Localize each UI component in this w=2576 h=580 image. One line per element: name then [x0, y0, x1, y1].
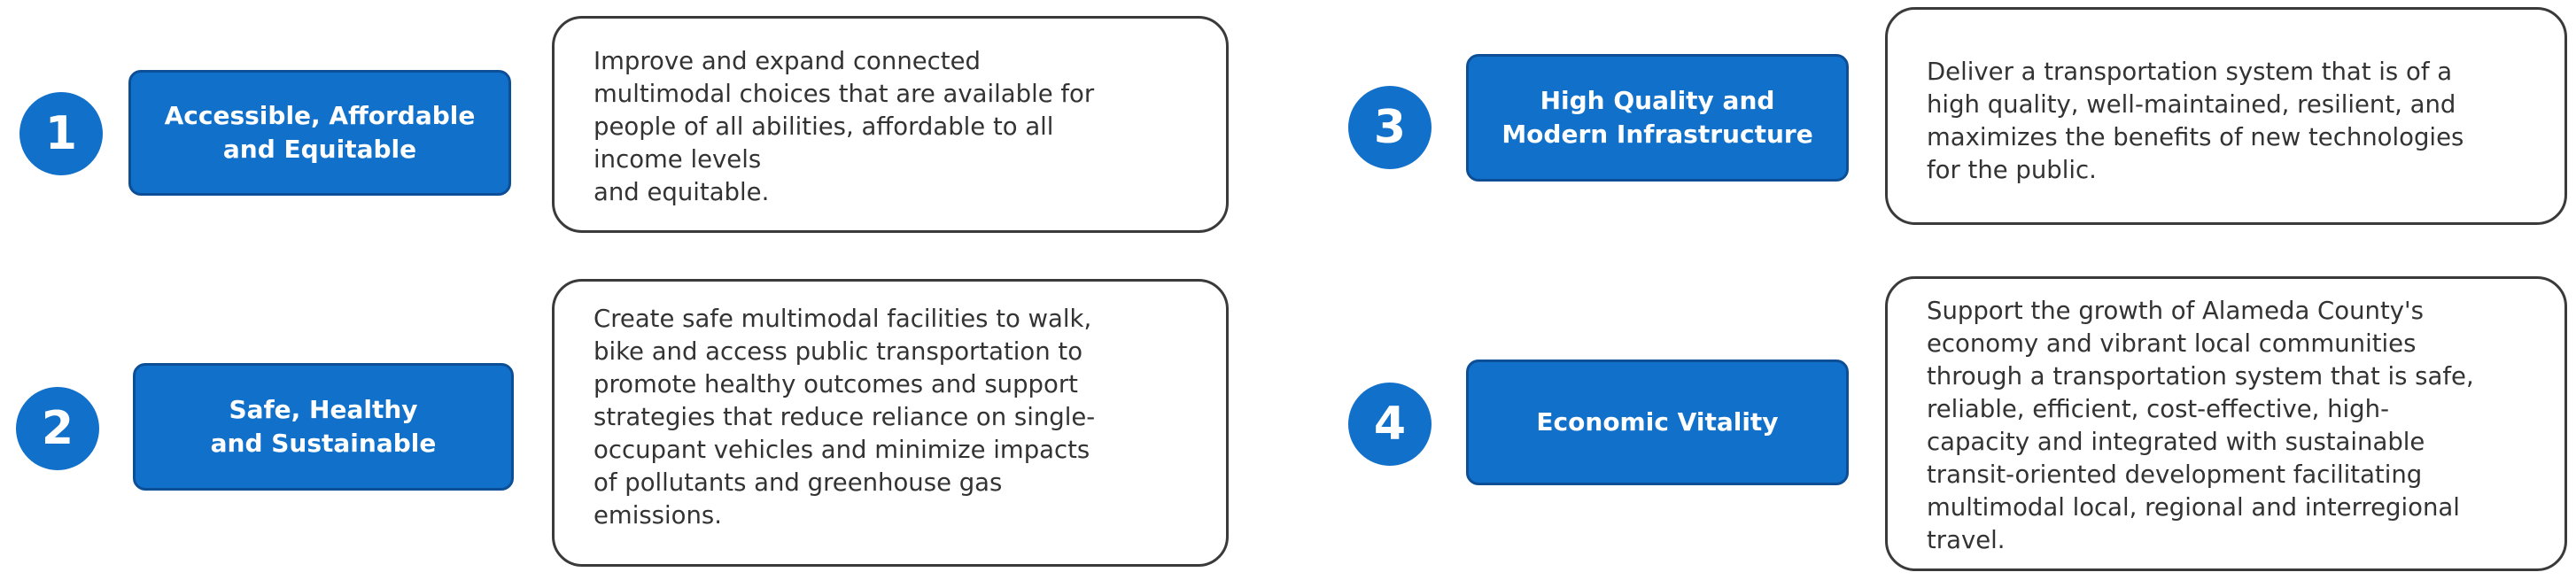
goal-2-title-text: Safe, Healthy and Sustainable: [210, 395, 437, 458]
goal-3-title: High Quality and Modern Infrastructure: [1466, 54, 1849, 182]
goal-1-number-badge: 1: [19, 92, 103, 175]
goal-3-number-badge: 3: [1348, 86, 1432, 169]
goal-4-title: Economic Vitality: [1466, 360, 1849, 485]
goal-1-title: Accessible, Affordable and Equitable: [128, 70, 511, 196]
goal-2-description-box: Create safe multimodal facilities to wal…: [552, 279, 1229, 567]
goal-3-title-text: High Quality and Modern Infrastructure: [1501, 86, 1813, 149]
goal-3-description-box: Deliver a transportation system that is …: [1885, 7, 2567, 225]
goal-2-title: Safe, Healthy and Sustainable: [133, 363, 514, 491]
goal-1-description-box: Improve and expand connected multimodal …: [552, 16, 1229, 233]
goal-3-description-text: Deliver a transportation system that is …: [1927, 58, 2464, 184]
goal-4-title-text: Economic Vitality: [1536, 407, 1779, 437]
goal-4-number-badge: 4: [1348, 383, 1432, 466]
goal-2-number-badge: 2: [16, 387, 99, 470]
goal-1-description-text: Improve and expand connected multimodal …: [594, 47, 1095, 206]
goal-1-title-text: Accessible, Affordable and Equitable: [164, 101, 476, 164]
goal-4-description-box: Support the growth of Alameda County's e…: [1885, 276, 2567, 571]
goal-2-description-text: Create safe multimodal facilities to wal…: [594, 305, 1096, 530]
goal-4-description-text: Support the growth of Alameda County's e…: [1927, 297, 2474, 554]
